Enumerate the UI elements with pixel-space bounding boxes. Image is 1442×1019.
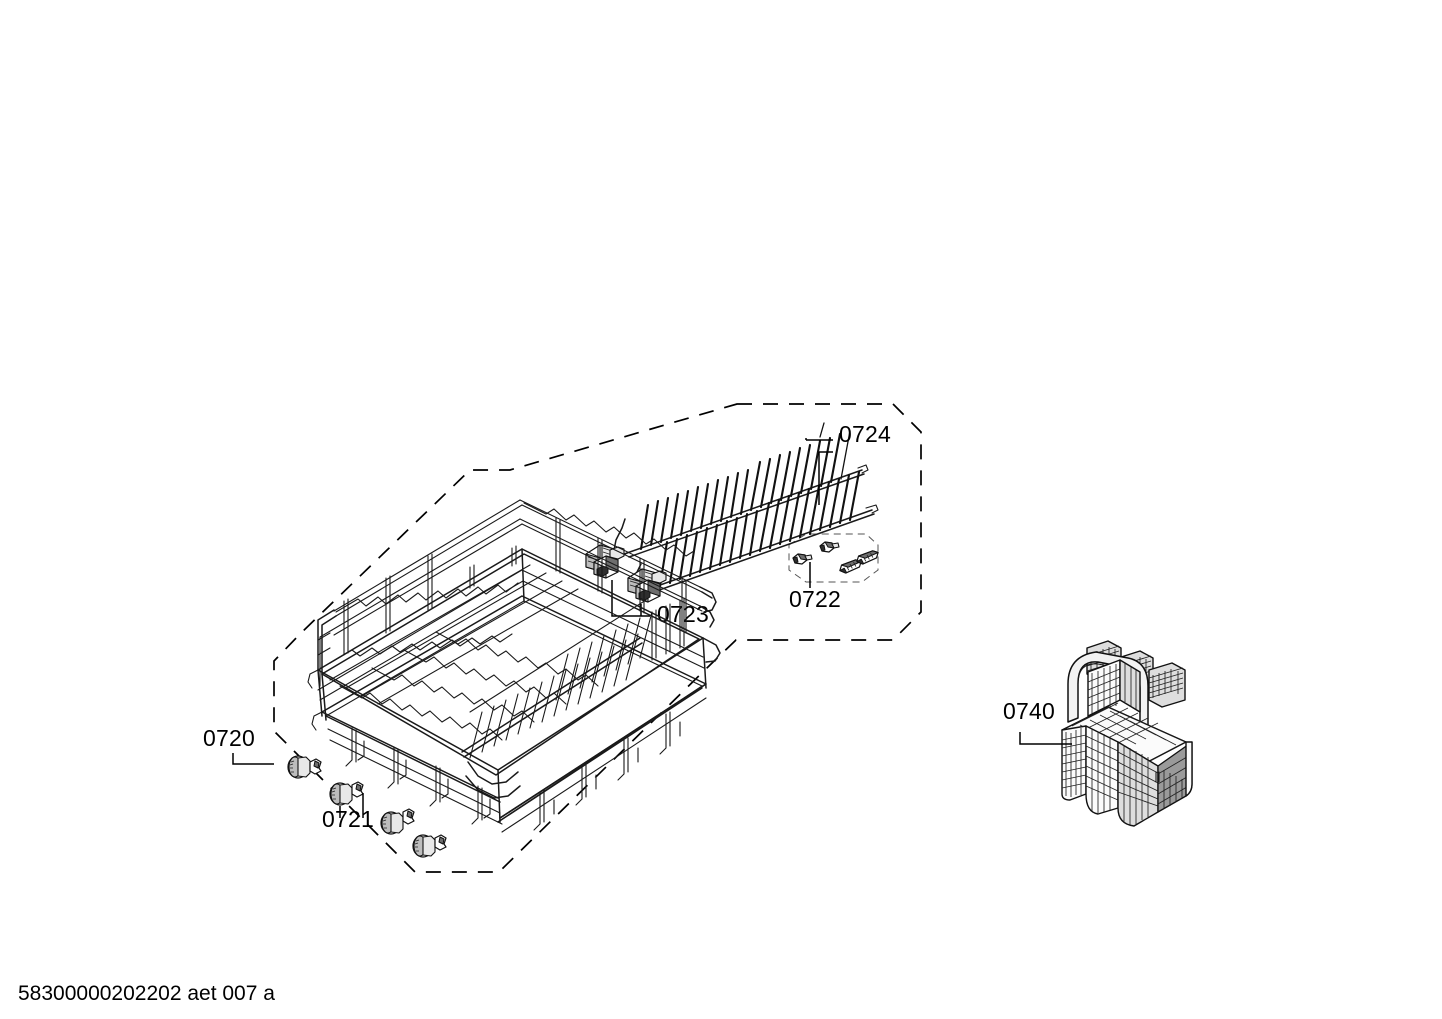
label-0722: 0722 <box>789 586 841 612</box>
group-boundary-0720 <box>273 403 922 873</box>
label-0724: 0724 <box>839 421 891 447</box>
leader-0724 <box>805 438 833 505</box>
part-tine-rows-0724 <box>613 422 879 595</box>
label-0740: 0740 <box>1003 698 1055 724</box>
label-0721: 0721 <box>322 806 374 832</box>
label-0720: 0720 <box>203 725 255 751</box>
part-cutlery-basket-0740 <box>1061 640 1193 827</box>
part-rollers-0721 <box>287 755 447 858</box>
part-clips-0722 <box>792 541 879 574</box>
part-wire-rack <box>307 499 721 833</box>
footer-document-code: 58300000202202 aet 007 a <box>18 982 275 1005</box>
group-boundary-0722 <box>788 533 879 583</box>
basket-inner-dividers <box>1087 659 1141 717</box>
leader-0740 <box>1019 732 1072 745</box>
leader-0721 <box>339 793 364 818</box>
leader-0720 <box>232 753 274 765</box>
